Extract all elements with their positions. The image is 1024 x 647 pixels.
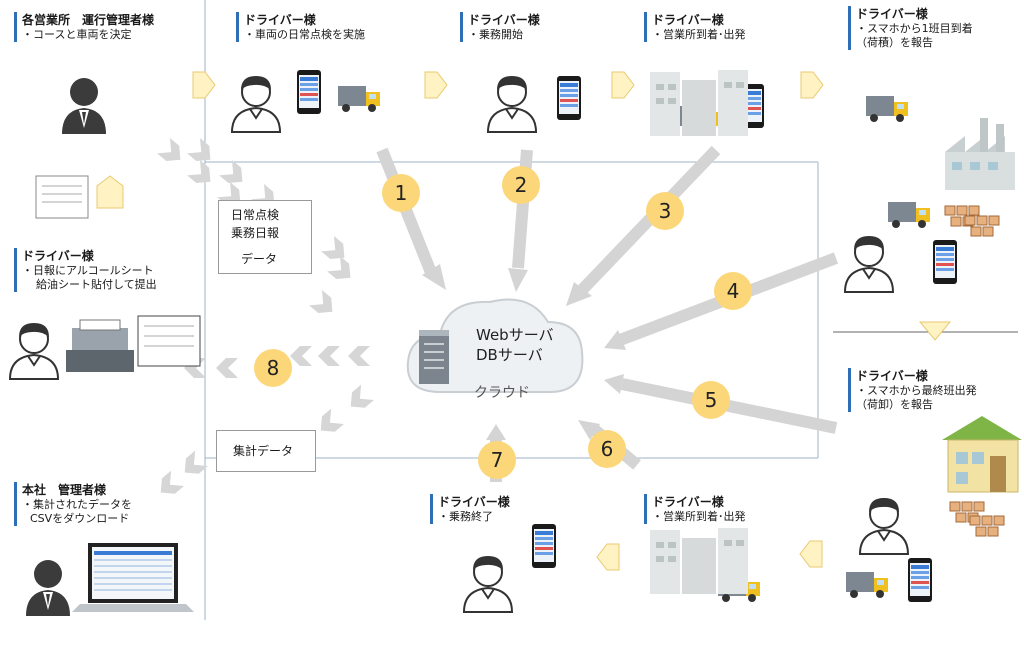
step-desc: ・スマホから最終班出発 bbox=[856, 384, 977, 397]
step-number-3: 3 bbox=[646, 192, 684, 230]
step-title: ドライバー様 bbox=[856, 7, 928, 21]
hq-admin-step: 本社 管理者様 ・集計されたデータを CSVをダウンロード bbox=[14, 482, 132, 526]
step-number-8: 8 bbox=[254, 349, 292, 387]
step-title: ドライバー様 bbox=[856, 369, 928, 383]
step-desc: （荷積）を報告 bbox=[856, 36, 933, 49]
step-desc: 給油シート貼付して提出 bbox=[36, 278, 157, 291]
step-desc: （荷卸）を報告 bbox=[856, 398, 933, 411]
step-title: 各営業所 運行管理者様 bbox=[22, 13, 155, 27]
step-desc: ・車両の日常点検を実施 bbox=[244, 28, 365, 41]
step-title: 本社 管理者様 bbox=[22, 483, 107, 497]
end-step: ドライバー様 ・乗務終了 bbox=[430, 494, 510, 524]
cloud-web-server: Webサーバ bbox=[476, 326, 554, 344]
summary-data-box: 集計データ bbox=[216, 430, 316, 472]
data-box-line: 日常点検 bbox=[231, 208, 280, 222]
step-title: ドライバー様 bbox=[438, 495, 510, 509]
cloud-db-server: DBサーバ bbox=[476, 346, 543, 364]
step-desc: ・集計されたデータを bbox=[22, 498, 132, 511]
summary-data-label: 集計データ bbox=[233, 444, 294, 458]
office-admin-step: 各営業所 運行管理者様 ・コースと車両を決定 bbox=[14, 12, 154, 42]
step-desc: ・営業所到着･出発 bbox=[652, 510, 746, 523]
step-number-5: 5 bbox=[692, 381, 730, 419]
step-number-2: 2 bbox=[502, 166, 540, 204]
cloud-label: クラウド bbox=[474, 385, 530, 401]
step-number-4: 4 bbox=[714, 272, 752, 310]
step-desc: ・乗務開始 bbox=[468, 28, 523, 41]
step-title: ドライバー様 bbox=[468, 13, 540, 27]
step-desc: ・スマホから1班目到着 bbox=[856, 22, 973, 35]
data-box-line: 乗務日報 bbox=[231, 226, 280, 240]
depart-office-step: ドライバー様 ・営業所到着･出発 bbox=[644, 12, 746, 42]
step-number-1: 1 bbox=[382, 174, 420, 212]
step-number-7: 7 bbox=[478, 441, 516, 479]
daily-data-box: 日常点検 乗務日報 データ bbox=[218, 200, 312, 274]
step-title: ドライバー様 bbox=[652, 495, 724, 509]
step-number-6: 6 bbox=[588, 430, 626, 468]
return-office-step: ドライバー様 ・営業所到着･出発 bbox=[644, 494, 746, 524]
data-box-line: データ bbox=[241, 252, 278, 266]
inspection-step: ドライバー様 ・車両の日常点検を実施 bbox=[236, 12, 365, 42]
start-step: ドライバー様 ・乗務開始 bbox=[460, 12, 540, 42]
step-desc: ・営業所到着･出発 bbox=[652, 28, 746, 41]
step-desc: CSVをダウンロード bbox=[30, 512, 130, 525]
step-desc: ・日報にアルコールシート bbox=[22, 264, 154, 277]
step-title: ドライバー様 bbox=[22, 249, 94, 263]
step-title: ドライバー様 bbox=[652, 13, 724, 27]
last-departure-step: ドライバー様 ・スマホから最終班出発 （荷卸）を報告 bbox=[848, 368, 977, 412]
step-title: ドライバー様 bbox=[244, 13, 316, 27]
step-desc: ・乗務終了 bbox=[438, 510, 493, 523]
first-arrival-step: ドライバー様 ・スマホから1班目到着 （荷積）を報告 bbox=[848, 6, 973, 50]
step-desc: ・コースと車両を決定 bbox=[22, 28, 132, 41]
submit-report-step: ドライバー様 ・日報にアルコールシート 給油シート貼付して提出 bbox=[14, 248, 157, 292]
